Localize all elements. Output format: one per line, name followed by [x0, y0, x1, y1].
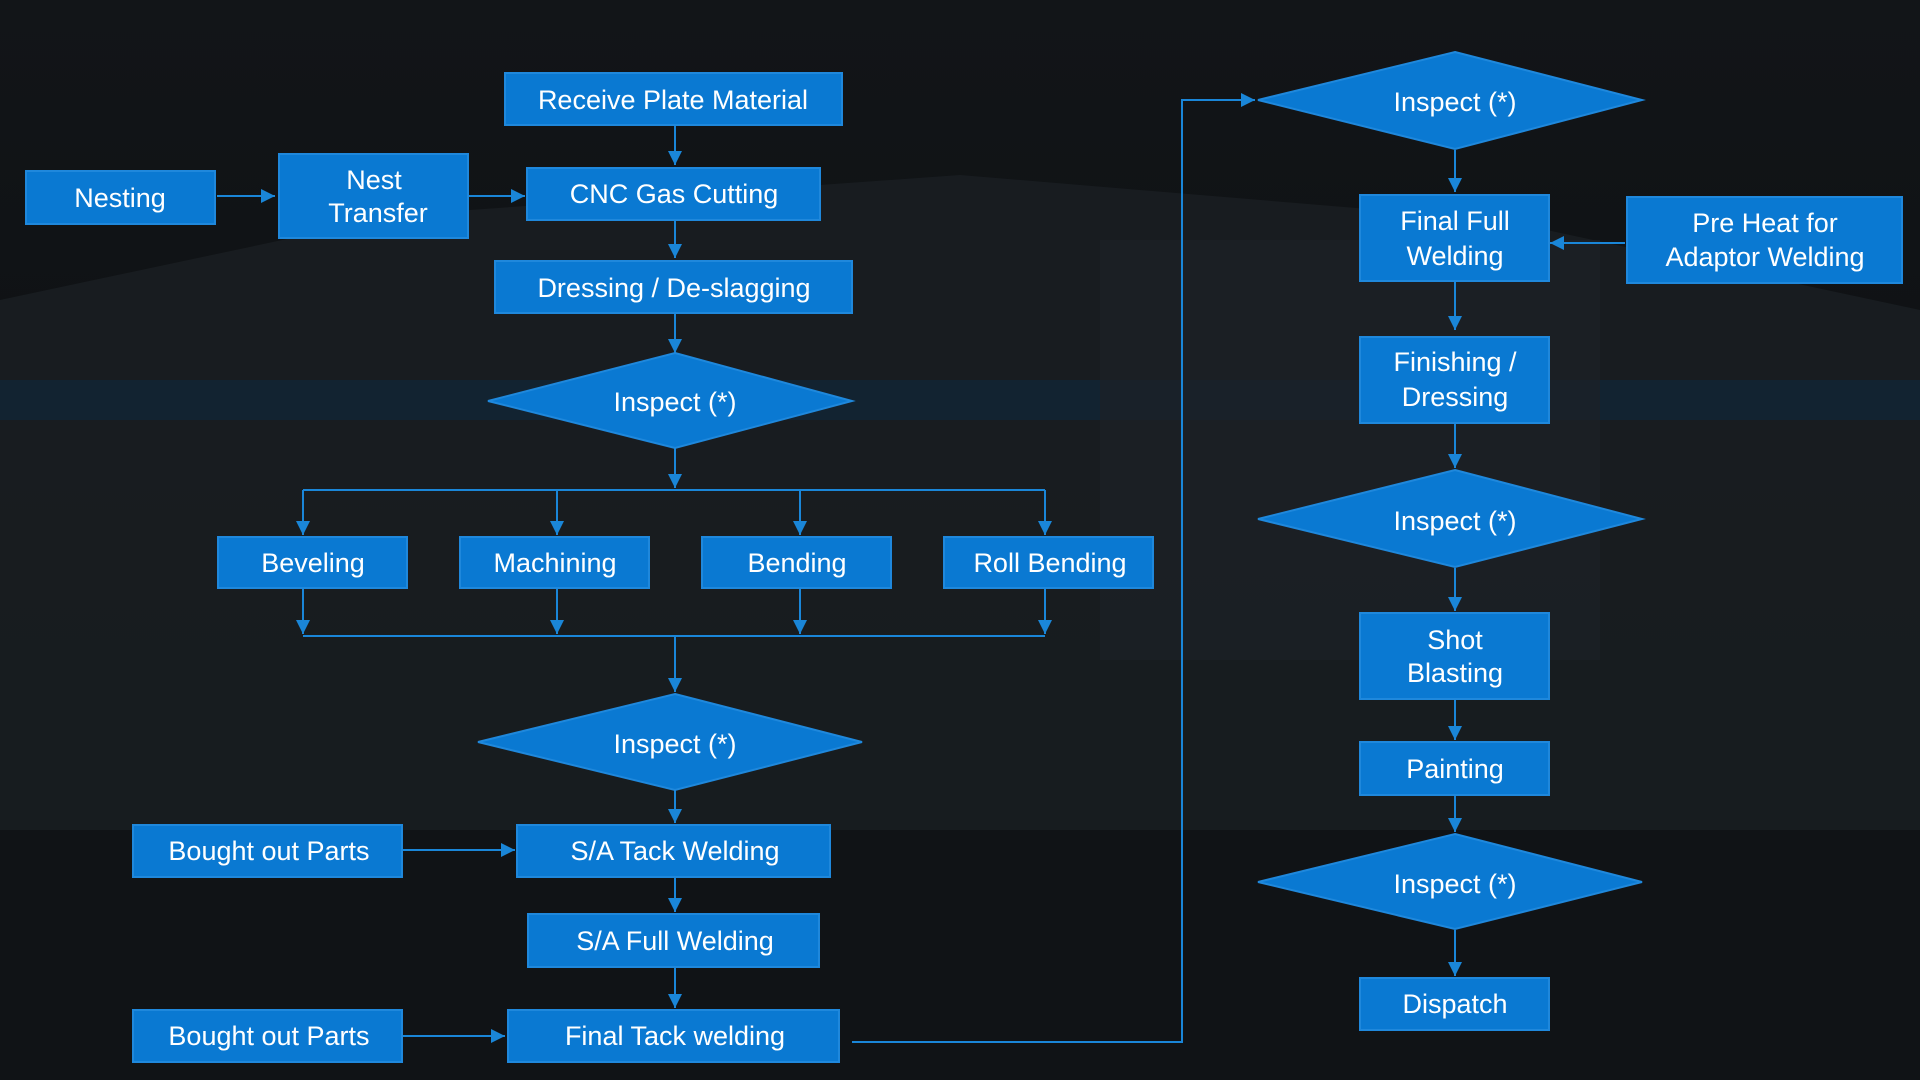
node-pre-heat-label-2: Adaptor Welding	[1665, 242, 1864, 272]
node-inspect-2: Inspect (*)	[477, 692, 863, 792]
node-nest-transfer: Nest Transfer	[278, 153, 469, 239]
node-inspect-1: Inspect (*)	[487, 351, 856, 450]
node-dressing: Dressing / De-slagging	[494, 260, 853, 314]
node-bought-out-2-label: Bought out Parts	[168, 1021, 369, 1051]
node-finishing-label-1: Finishing /	[1393, 347, 1517, 377]
node-finishing: Finishing / Dressing	[1359, 336, 1550, 424]
node-sa-tack-label: S/A Tack Welding	[570, 836, 779, 866]
node-beveling: Beveling	[217, 536, 408, 589]
node-nesting: Nesting	[25, 170, 216, 225]
node-bought-out-2: Bought out Parts	[132, 1009, 403, 1063]
connectors	[217, 93, 1625, 1043]
node-shot-blasting-label-1: Shot	[1427, 625, 1483, 655]
node-receive-plate: Receive Plate Material	[504, 72, 843, 126]
node-inspect-1-label: Inspect (*)	[613, 387, 736, 417]
node-bought-out-1: Bought out Parts	[132, 824, 403, 878]
node-bending: Bending	[701, 536, 892, 589]
node-inspect-5: Inspect (*)	[1257, 832, 1643, 931]
node-inspect-3-label: Inspect (*)	[1393, 87, 1516, 117]
node-cnc-gas-cutting: CNC Gas Cutting	[526, 167, 821, 221]
node-receive-plate-label: Receive Plate Material	[538, 85, 808, 115]
node-inspect-4: Inspect (*)	[1257, 468, 1646, 569]
node-nest-transfer-label-2: Transfer	[328, 198, 428, 228]
node-nest-transfer-label-1: Nest	[346, 165, 402, 195]
node-sa-full-label: S/A Full Welding	[576, 926, 774, 956]
node-dressing-label: Dressing / De-slagging	[537, 273, 810, 303]
node-sa-full: S/A Full Welding	[527, 913, 820, 968]
node-roll-bending: Roll Bending	[943, 536, 1154, 589]
node-nesting-label: Nesting	[74, 183, 166, 213]
node-pre-heat-label-1: Pre Heat for	[1692, 208, 1838, 238]
node-inspect-2-label: Inspect (*)	[613, 729, 736, 759]
node-dispatch-label: Dispatch	[1402, 989, 1507, 1019]
node-finishing-label-2: Dressing	[1402, 382, 1509, 412]
node-dispatch: Dispatch	[1359, 977, 1550, 1031]
node-inspect-4-label: Inspect (*)	[1393, 506, 1516, 536]
node-machining: Machining	[459, 536, 650, 589]
node-final-full: Final Full Welding	[1359, 194, 1550, 282]
node-final-full-label-2: Welding	[1406, 241, 1503, 271]
node-inspect-3: Inspect (*)	[1257, 50, 1646, 151]
node-inspect-5-label: Inspect (*)	[1393, 869, 1516, 899]
node-roll-bending-label: Roll Bending	[973, 548, 1126, 578]
node-shot-blasting: Shot Blasting	[1359, 612, 1550, 700]
node-machining-label: Machining	[493, 548, 616, 578]
node-final-tack-label: Final Tack welding	[565, 1021, 785, 1051]
node-beveling-label: Beveling	[261, 548, 365, 578]
node-bought-out-1-label: Bought out Parts	[168, 836, 369, 866]
node-bending-label: Bending	[747, 548, 846, 578]
node-shot-blasting-label-2: Blasting	[1407, 658, 1503, 688]
node-painting: Painting	[1359, 741, 1550, 796]
node-painting-label: Painting	[1406, 754, 1504, 784]
node-cnc-gas-cutting-label: CNC Gas Cutting	[570, 179, 779, 209]
node-final-tack: Final Tack welding	[507, 1009, 840, 1063]
node-sa-tack: S/A Tack Welding	[516, 824, 831, 878]
node-pre-heat: Pre Heat for Adaptor Welding	[1626, 196, 1903, 284]
node-final-full-label-1: Final Full	[1400, 206, 1510, 236]
